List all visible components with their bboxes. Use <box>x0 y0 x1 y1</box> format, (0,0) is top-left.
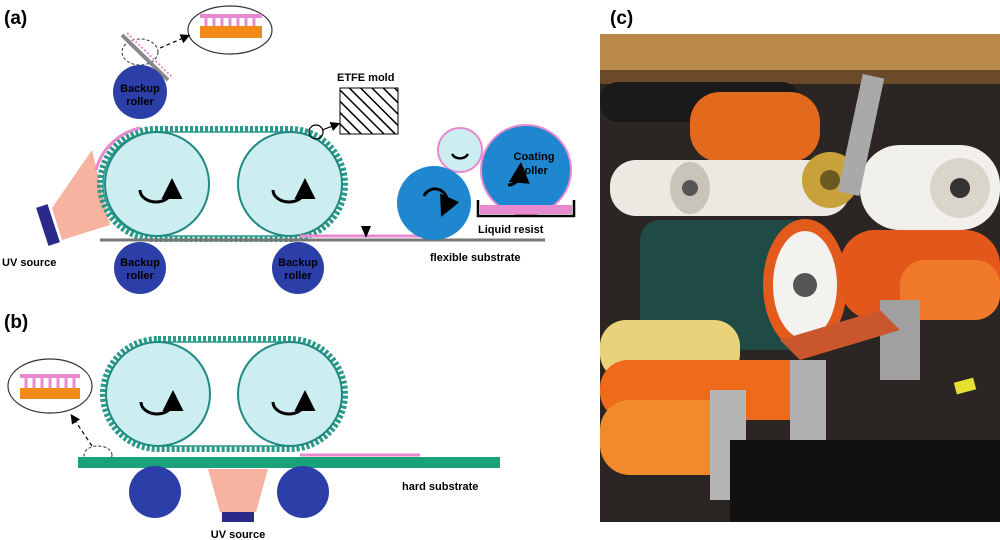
uv-source-lamp-a <box>36 204 60 246</box>
coating-roller-label-2: roller <box>520 165 548 177</box>
uv-source-label-b: UV source <box>211 529 265 540</box>
rotation-arrow-icon <box>271 390 316 416</box>
uv-source-label-a: UV source <box>2 257 56 269</box>
hard-substrate-label: hard substrate <box>402 481 478 493</box>
mold-belt-b <box>100 336 348 452</box>
uv-light-cone-b <box>208 469 268 512</box>
liquid-resist-fill <box>480 205 572 214</box>
coating-roller-label-1: Coating <box>514 151 555 163</box>
knife-edge-icon <box>361 226 371 238</box>
hard-substrate <box>78 457 500 468</box>
applicator-roller <box>397 166 471 240</box>
backup-roller-top-label-1: Backup <box>120 83 160 95</box>
mold-roller-right-b <box>237 341 343 447</box>
backup-roller-top <box>113 65 167 119</box>
mold-roller-left-b <box>105 341 211 447</box>
panel-c: (c) <box>600 8 1000 522</box>
rotation-arrow-icon <box>507 162 530 187</box>
backup-roller-bottom-right-label-1: Backup <box>278 257 318 269</box>
rotation-arrow-icon <box>422 187 460 217</box>
panel-c-label: (c) <box>610 8 633 29</box>
panel-b: (b) hard substrate UV source <box>4 312 500 540</box>
backup-roller-top-label-2: roller <box>126 96 154 108</box>
mold-roller-left-a <box>104 131 210 237</box>
etfe-mold-sample <box>339 87 399 135</box>
backup-roller-bottom-left-label-2: roller <box>126 270 154 282</box>
mold-roller-right-a <box>237 131 343 237</box>
resist-tray <box>476 200 576 218</box>
backup-roller-bottom-right <box>272 242 324 294</box>
etfe-mold-label: ETFE mold <box>337 72 394 84</box>
transfer-roller <box>437 127 483 173</box>
mold-zoom-inset-a <box>121 5 273 66</box>
panel-a: (a) Backup roller UV source <box>2 5 576 294</box>
panel-a-label: (a) <box>4 8 27 29</box>
panel-b-label: (b) <box>4 312 28 333</box>
rotation-arrow-icon <box>139 390 184 416</box>
rotation-arrow-icon <box>271 178 316 204</box>
film-strip <box>120 33 170 82</box>
uv-light-cone-a <box>52 150 110 240</box>
backup-roller-bottom-left-label-1: Backup <box>120 257 160 269</box>
liquid-resist-label: Liquid resist <box>478 224 544 236</box>
machine-photo <box>600 34 1000 522</box>
uv-source-lamp-b <box>222 512 254 522</box>
rotation-arrow-icon <box>138 178 183 204</box>
backup-roller-b-right <box>277 466 329 518</box>
flexible-substrate-label: flexible substrate <box>430 252 520 264</box>
backup-roller-bottom-left <box>114 242 166 294</box>
backup-roller-bottom-right-label-2: roller <box>284 270 312 282</box>
backup-roller-b-left <box>129 466 181 518</box>
